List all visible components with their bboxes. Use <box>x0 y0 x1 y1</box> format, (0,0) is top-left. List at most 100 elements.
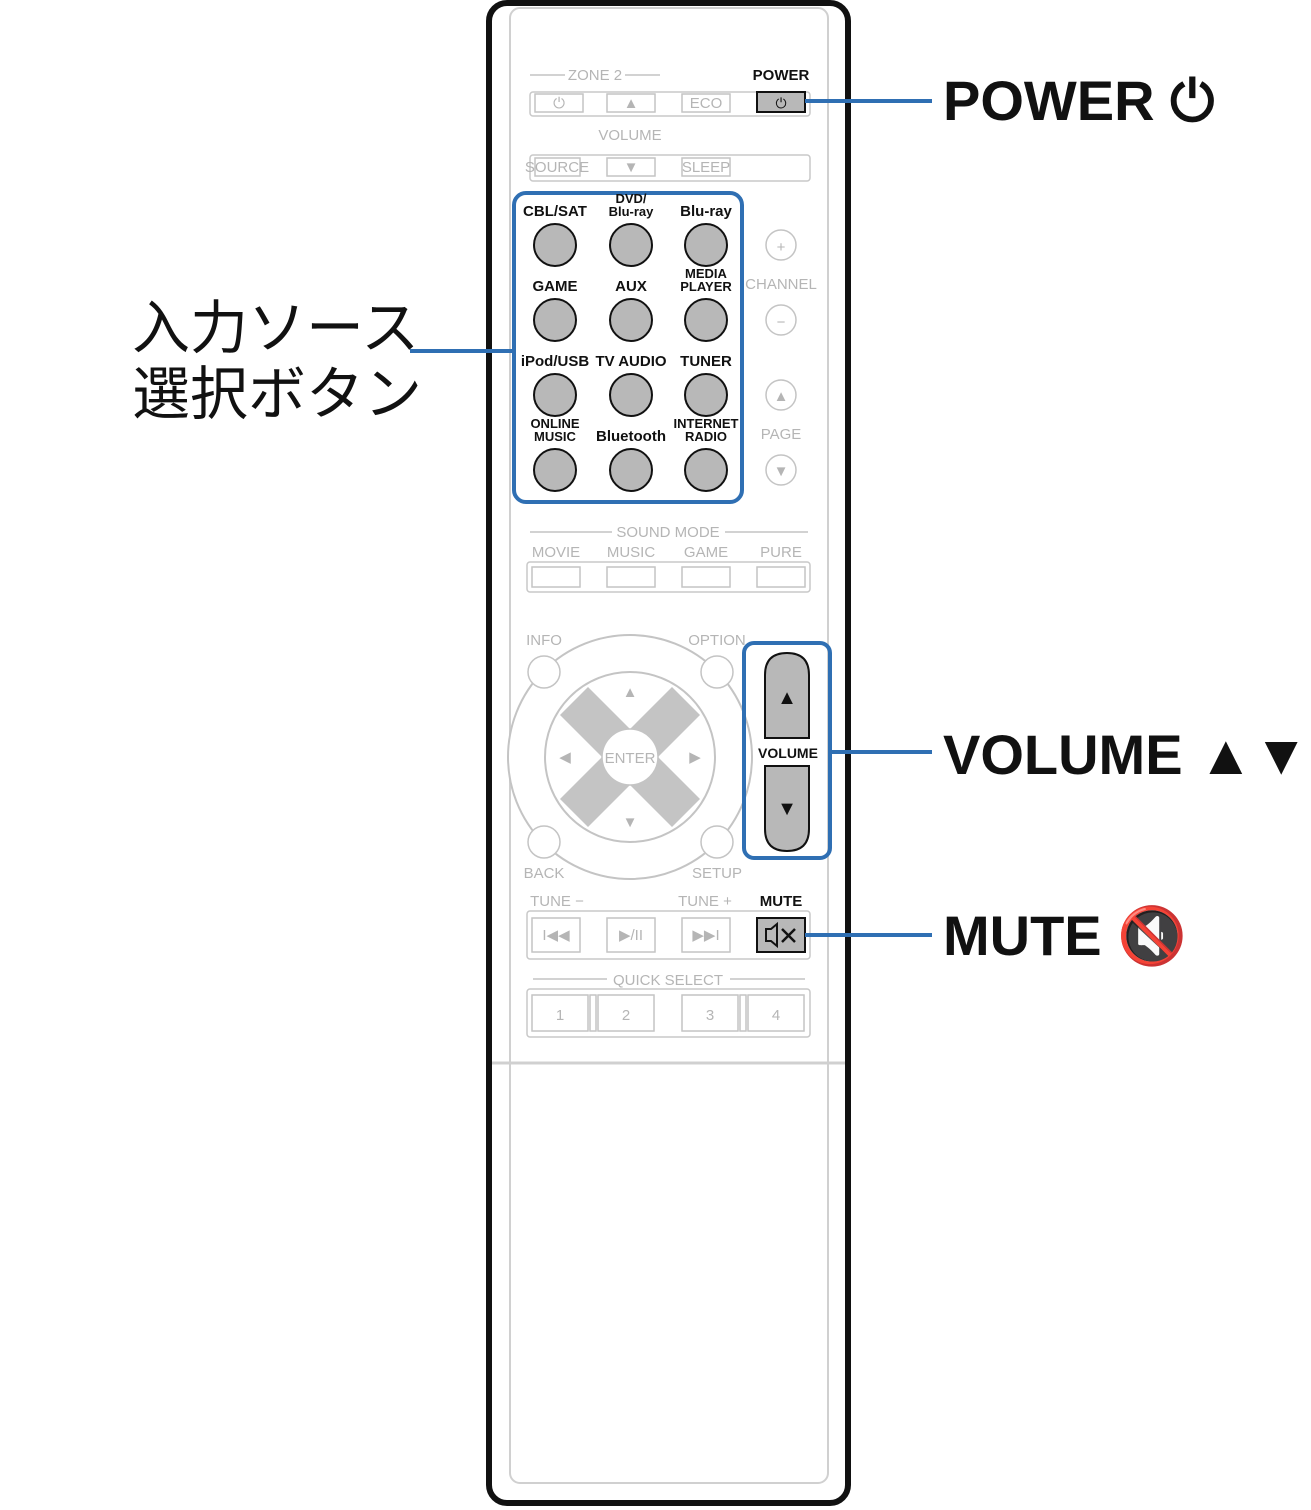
option-button[interactable] <box>700 655 734 689</box>
source-button-10[interactable] <box>609 448 653 492</box>
source-callout-line2: 選択ボタン <box>132 362 422 427</box>
quick-select-2-button[interactable] <box>597 994 655 1032</box>
next-icon: ▶▶I <box>692 927 719 944</box>
next-button[interactable] <box>681 917 731 953</box>
zone2-volume-down-icon: ▼ <box>624 159 639 176</box>
quick-select-label: QUICK SELECT <box>613 972 723 989</box>
zone2-volume-label: VOLUME <box>598 127 661 144</box>
enter-button[interactable] <box>601 728 659 786</box>
zone2-label: ZONE 2 <box>568 67 622 84</box>
volume-down-icon: ▼ <box>777 798 797 820</box>
navigation-pad: INFO OPTION ENTER ▲ ▼ ◀ ▶ BACK SETUP <box>507 632 753 882</box>
info-button[interactable] <box>527 655 561 689</box>
quick-select-group: QUICK SELECT 1 2 3 4 <box>526 972 811 1038</box>
page-up-icon: ▲ <box>774 388 789 405</box>
source-button-label-1: DVD/Blu-ray <box>609 191 655 219</box>
source-label: SOURCE <box>525 159 589 176</box>
quick-select-2-label: 2 <box>622 1007 630 1024</box>
enter-label: ENTER <box>605 750 656 767</box>
game-mode-label: GAME <box>684 544 728 561</box>
page-down-button[interactable] <box>765 454 797 486</box>
pure-label: PURE <box>760 544 802 561</box>
pure-button[interactable] <box>756 566 806 588</box>
source-button-label-8: TUNER <box>680 353 732 370</box>
volume-label: VOLUME <box>758 745 818 761</box>
source-button-label-2: Blu-ray <box>680 203 732 220</box>
quick-select-1-button[interactable] <box>531 994 589 1032</box>
source-callout-line1: 入力ソース <box>132 296 419 361</box>
tune-group: TUNE − TUNE + I◀◀ ▶/II ▶▶I MUTE <box>526 893 811 960</box>
source-button-0[interactable] <box>533 223 577 267</box>
minus-icon: − <box>777 314 786 331</box>
source-button-9[interactable] <box>533 448 577 492</box>
plus-icon: + <box>777 239 786 256</box>
source-button-3[interactable] <box>533 298 577 342</box>
zone2-volume-up-icon: ▲ <box>624 95 639 112</box>
zone2-volume-up-button[interactable] <box>606 93 656 113</box>
quick-select-1-label: 1 <box>556 1007 564 1024</box>
volume-up-icon: ▲ <box>777 687 797 709</box>
music-label: MUSIC <box>607 544 656 561</box>
back-label: BACK <box>524 865 565 882</box>
page-down-icon: ▼ <box>774 463 789 480</box>
play-pause-icon: ▶/II <box>619 927 643 944</box>
source-button-label-0: CBL/SAT <box>523 203 587 220</box>
source-button-label-6: iPod/USB <box>521 353 590 370</box>
source-button[interactable] <box>534 157 581 177</box>
setup-button[interactable] <box>700 825 734 859</box>
eco-button[interactable] <box>681 93 731 113</box>
sleep-button[interactable] <box>681 157 731 177</box>
movie-button[interactable] <box>531 566 581 588</box>
source-button-2[interactable] <box>684 223 728 267</box>
volume-up-button[interactable] <box>764 651 810 739</box>
sound-mode-group: SOUND MODE MOVIE MUSIC GAME PURE <box>526 524 811 593</box>
option-label: OPTION <box>688 632 746 649</box>
quick-select-3-button[interactable] <box>681 994 739 1032</box>
power-label: POWER <box>753 67 810 84</box>
mute-callout: MUTE 🔇 <box>943 904 1187 968</box>
info-label: INFO <box>526 632 562 649</box>
zone2-power-icon: ⏻ <box>553 95 565 112</box>
nav-left-icon[interactable]: ◀ <box>559 749 571 766</box>
source-button-6[interactable] <box>533 373 577 417</box>
zone2-group: ZONE 2 ⏻ ▲ ECO VOLUME SOURCE ▼ SLEEP <box>525 67 811 182</box>
music-button[interactable] <box>606 566 656 588</box>
source-button-label-3: GAME <box>533 278 578 295</box>
play-pause-button[interactable] <box>606 917 656 953</box>
quick-select-4-button[interactable] <box>747 994 805 1032</box>
zone2-volume-down-button[interactable] <box>606 157 656 177</box>
back-button[interactable] <box>527 825 561 859</box>
volume-callout: VOLUME ▲▼ <box>943 723 1309 786</box>
source-button-8[interactable] <box>684 373 728 417</box>
channel-up-button[interactable] <box>765 229 797 261</box>
sound-mode-label: SOUND MODE <box>616 524 719 541</box>
tune-plus-label: TUNE + <box>678 893 732 910</box>
source-button-4[interactable] <box>609 298 653 342</box>
sleep-label: SLEEP <box>682 159 730 176</box>
source-button-label-4: AUX <box>615 278 647 295</box>
nav-right-icon[interactable]: ▶ <box>689 749 701 766</box>
source-button-11[interactable] <box>684 448 728 492</box>
zone2-power-button[interactable] <box>534 93 584 113</box>
game-mode-button[interactable] <box>681 566 731 588</box>
source-button-7[interactable] <box>609 373 653 417</box>
movie-label: MOVIE <box>532 544 580 561</box>
mute-button[interactable] <box>756 917 806 953</box>
source-button-1[interactable] <box>609 223 653 267</box>
page-label: PAGE <box>761 426 802 443</box>
prev-button[interactable] <box>531 917 581 953</box>
quick-select-3-label: 3 <box>706 1007 714 1024</box>
volume-down-button[interactable] <box>764 765 810 853</box>
page-up-button[interactable] <box>765 379 797 411</box>
channel-page-group: + CHANNEL − ▲ PAGE ▼ <box>745 229 817 486</box>
nav-up-icon[interactable]: ▲ <box>623 684 638 701</box>
source-button-5[interactable] <box>684 298 728 342</box>
power-group: POWER ⏻ <box>753 67 810 113</box>
channel-down-button[interactable] <box>765 304 797 336</box>
nav-down-icon[interactable]: ▼ <box>623 814 638 831</box>
mute-label: MUTE <box>760 893 803 910</box>
